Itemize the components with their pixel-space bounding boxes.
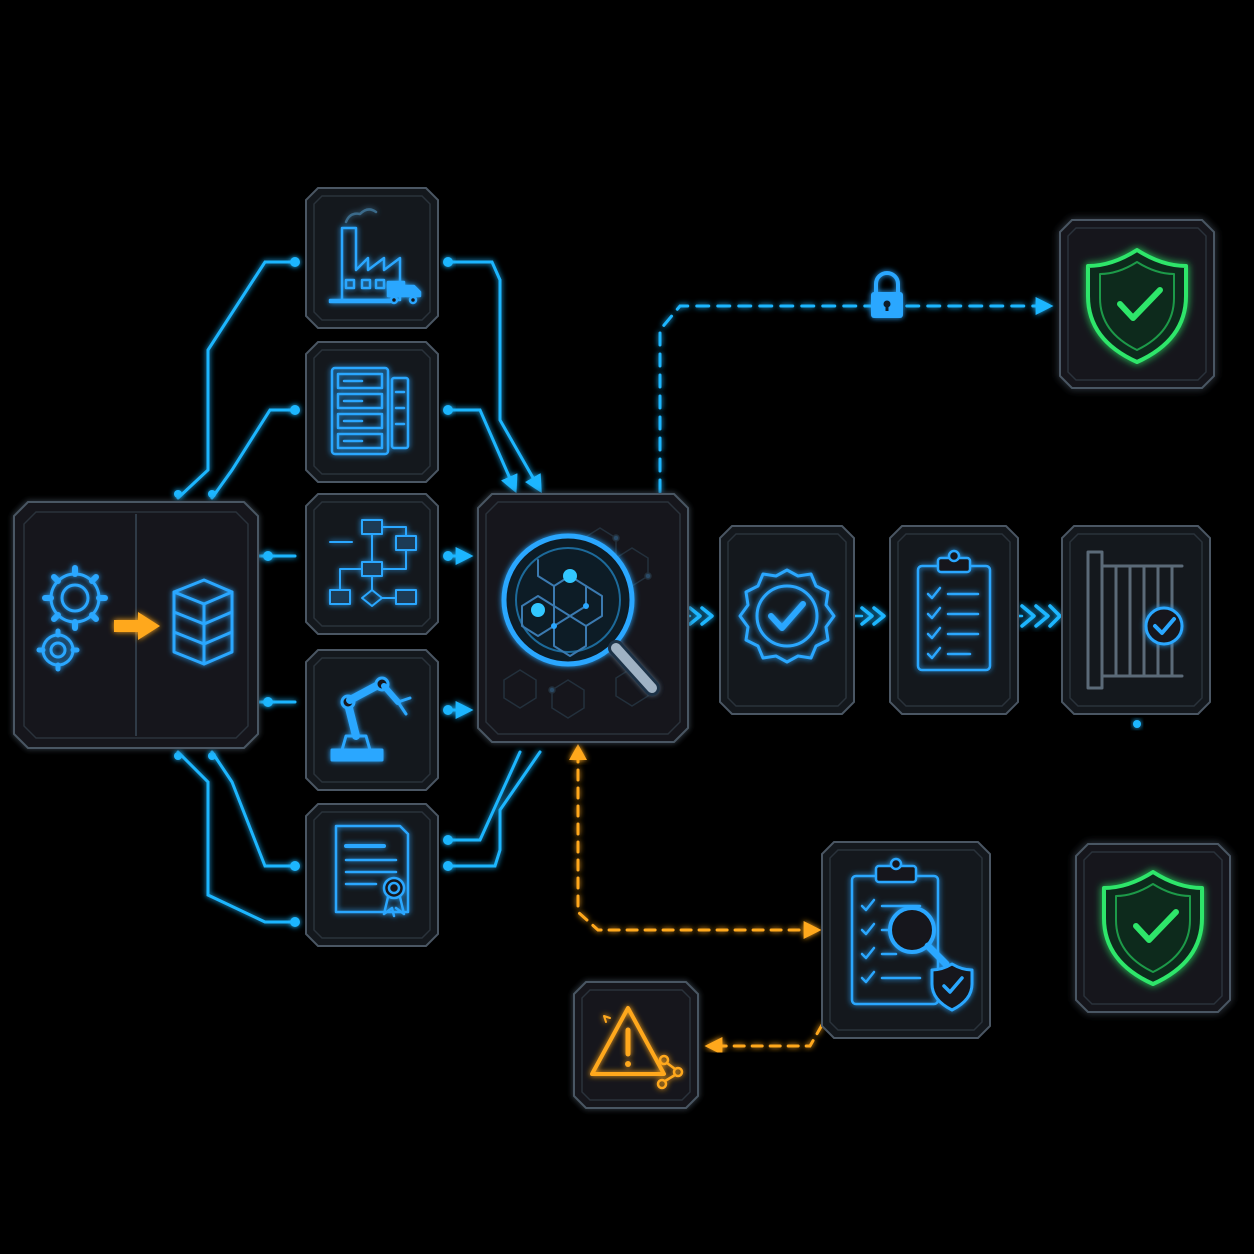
node-dot xyxy=(290,917,300,927)
edge-source-factory xyxy=(176,260,297,500)
tile-factory[interactable] xyxy=(305,187,439,329)
robot-arm-icon xyxy=(330,676,412,762)
warning-triangle-icon xyxy=(590,1006,684,1090)
tile-secure-bottom[interactable] xyxy=(1075,843,1231,1013)
node-dot xyxy=(208,752,216,760)
edge-source-certificate-b xyxy=(176,750,297,924)
edge-certificate-inspect-a xyxy=(446,750,522,842)
node-dot xyxy=(290,257,300,267)
lock-icon xyxy=(871,271,903,318)
server-rack-icon xyxy=(330,366,410,456)
arrow-up-orange xyxy=(569,744,587,760)
flowchart-icon xyxy=(329,519,417,607)
verified-badge-icon xyxy=(738,568,836,664)
node-dot xyxy=(208,490,216,498)
clipboard-search-shield-icon xyxy=(850,857,974,1012)
tile-alert[interactable] xyxy=(573,981,699,1109)
tile-certificate[interactable] xyxy=(305,803,439,947)
node-dot xyxy=(1133,720,1141,728)
factory-truck-icon xyxy=(328,208,422,305)
node-dot xyxy=(290,405,300,415)
edge-source-certificate-a xyxy=(210,750,297,868)
tile-workflow[interactable] xyxy=(305,493,439,635)
arrow-right-icon xyxy=(114,612,160,640)
edge-inspect-audit xyxy=(576,750,822,939)
node-dot xyxy=(443,257,453,267)
tile-secure-top[interactable] xyxy=(1059,219,1215,389)
node-dot xyxy=(290,861,300,871)
shield-check-icon xyxy=(1102,870,1204,986)
tile-audit[interactable] xyxy=(821,841,991,1039)
tile-robot[interactable] xyxy=(305,649,439,791)
shield-check-icon xyxy=(1086,248,1188,364)
clipboard-checklist-icon xyxy=(916,549,992,672)
tile-checklist[interactable] xyxy=(889,525,1019,715)
node-dot xyxy=(443,405,453,415)
node-dot xyxy=(443,705,453,715)
tiles xyxy=(13,187,1231,1109)
edge-certificate-inspect-b xyxy=(446,750,542,868)
edge-inspect-secure-top xyxy=(658,297,1054,494)
node-dot xyxy=(174,490,182,498)
node-dot xyxy=(443,835,453,845)
node-dot xyxy=(174,752,182,760)
magnifier-network-icon xyxy=(501,533,660,696)
tile-servers[interactable] xyxy=(305,341,439,483)
tile-gate[interactable] xyxy=(1061,525,1211,715)
node-dot xyxy=(443,551,453,561)
edge-audit-alert xyxy=(704,1023,824,1055)
edge-factory-inspect xyxy=(446,260,542,494)
edge-source-servers xyxy=(210,408,297,500)
tile-source[interactable] xyxy=(13,501,259,749)
node-dot xyxy=(263,697,273,707)
tile-inspect[interactable] xyxy=(477,493,689,743)
edge-servers-inspect xyxy=(446,408,518,494)
gears-to-layers-icon xyxy=(36,565,234,672)
gate-check-icon xyxy=(1086,550,1184,690)
tile-verified[interactable] xyxy=(719,525,855,715)
node-dot xyxy=(443,861,453,871)
certificate-icon xyxy=(334,824,410,918)
node-dot xyxy=(263,551,273,561)
